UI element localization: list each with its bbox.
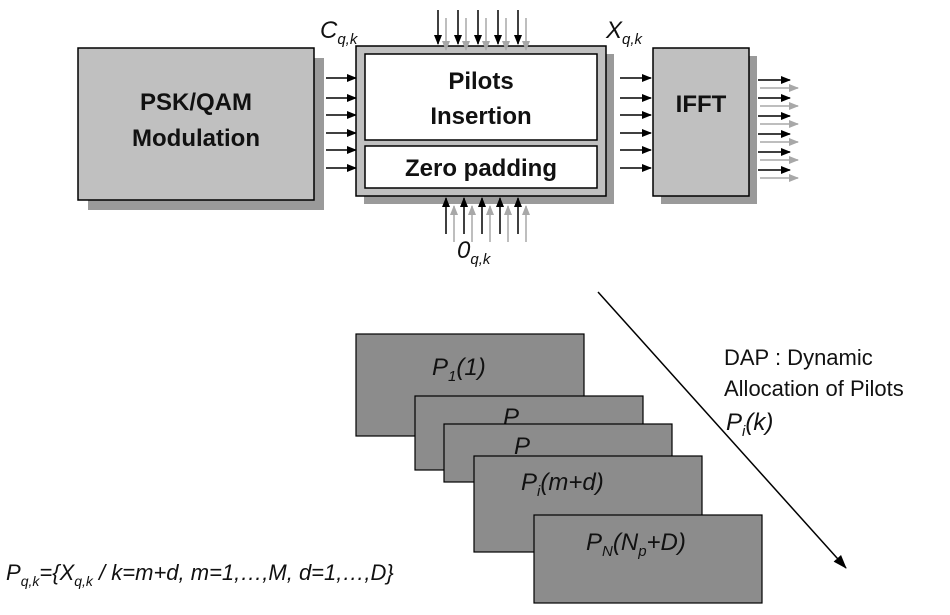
dap-line1: DAP : Dynamic bbox=[724, 345, 873, 370]
zero-input-arrows bbox=[442, 197, 530, 242]
zero-padding-box bbox=[364, 145, 598, 189]
pilot-card-label: PN(Np+D) bbox=[586, 529, 686, 560]
pilots-insertion-box bbox=[364, 53, 598, 141]
pilot-card-label: Pi(m+d) bbox=[521, 469, 604, 500]
c-signal-label: Cq,k bbox=[320, 17, 359, 48]
pilots-block: Pilots Insertion Zero padding bbox=[355, 45, 614, 204]
dap-diagonal-arrow bbox=[597, 291, 847, 569]
modulation-output-arrows bbox=[326, 74, 357, 172]
pilots-insertion-line2: Insertion bbox=[430, 103, 531, 130]
pilot-input-arrows bbox=[434, 10, 530, 51]
ifft-label: IFFT bbox=[676, 91, 727, 118]
pilot-card-label: P bbox=[514, 433, 530, 460]
dap-symbol: Pi(k) bbox=[726, 409, 773, 440]
modulation-label-line2: Modulation bbox=[132, 125, 260, 152]
modulation-label-line1: PSK/QAM bbox=[140, 89, 252, 116]
modulation-block: PSK/QAM Modulation bbox=[77, 47, 324, 210]
pilot-set-formula: Pq,k={Xq,k / k=m+d, m=1,…,M, d=1,…,D} bbox=[6, 560, 394, 589]
pilots-insertion-line1: Pilots bbox=[448, 68, 513, 95]
x-signal-label: Xq,k bbox=[605, 17, 644, 48]
ifft-block: IFFT bbox=[652, 47, 757, 204]
dap-description: DAP : Dynamic Allocation of Pilots Pi(k) bbox=[724, 345, 904, 440]
dap-line2: Allocation of Pilots bbox=[724, 376, 904, 401]
zero-signal-label: 0q,k bbox=[457, 237, 492, 268]
pilot-card-label: P1(1) bbox=[432, 354, 486, 385]
pilot-card: PN(Np+D) bbox=[533, 514, 763, 604]
pilot-card-stack: P1(1) P P Pi(m+d) PN(Np+D) bbox=[355, 333, 763, 604]
pilots-output-arrows bbox=[620, 74, 652, 172]
ifft-output-arrows bbox=[758, 76, 799, 182]
zero-padding-label: Zero padding bbox=[405, 155, 557, 182]
